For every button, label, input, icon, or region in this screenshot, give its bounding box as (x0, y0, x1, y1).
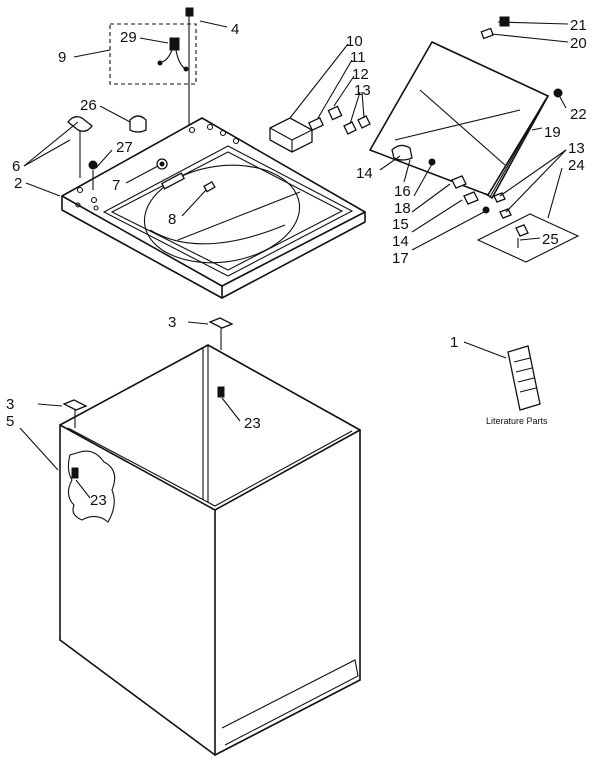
callout-18: 18 (394, 200, 411, 217)
callout-7: 7 (112, 177, 120, 194)
callout-29: 29 (120, 29, 137, 46)
callout-24: 24 (568, 157, 585, 174)
callout-12: 12 (352, 66, 369, 83)
callout-1: 1 (450, 334, 458, 351)
callout-16: 16 (394, 183, 411, 200)
callout-8: 8 (168, 211, 176, 228)
callout-22: 22 (570, 106, 587, 123)
top-cover (61, 117, 366, 299)
callout-14-top: 14 (356, 165, 373, 182)
leader-lines (19, 20, 569, 499)
callout-3-top: 3 (168, 314, 176, 331)
callout-3-left: 3 (6, 396, 14, 413)
callout-13-left: 13 (354, 82, 371, 99)
cabinet (59, 344, 361, 756)
callout-17: 17 (392, 250, 409, 267)
callout-15: 15 (392, 216, 409, 233)
lid (369, 41, 549, 199)
callout-9: 9 (58, 49, 66, 66)
callout-10: 10 (346, 33, 363, 50)
callout-13-right: 13 (568, 140, 585, 157)
callout-25: 25 (542, 231, 559, 248)
callout-23-left: 23 (90, 492, 107, 509)
callout-21: 21 (570, 17, 587, 34)
callout-11: 11 (350, 49, 366, 66)
callout-labels: 4 29 9 26 27 6 2 7 8 10 11 12 13 21 20 2… (6, 17, 587, 509)
callout-19: 19 (544, 124, 561, 141)
callout-4: 4 (231, 21, 239, 38)
callout-27: 27 (116, 139, 133, 156)
callout-20: 20 (570, 35, 587, 52)
callout-14-bottom: 14 (392, 233, 409, 250)
literature-parts-label: Literature Parts (486, 416, 548, 426)
small-parts (62, 7, 580, 479)
callout-26: 26 (80, 97, 97, 114)
callout-2: 2 (14, 175, 22, 192)
callout-6: 6 (12, 158, 20, 175)
callout-5: 5 (6, 413, 14, 430)
callout-23-right: 23 (244, 415, 261, 432)
